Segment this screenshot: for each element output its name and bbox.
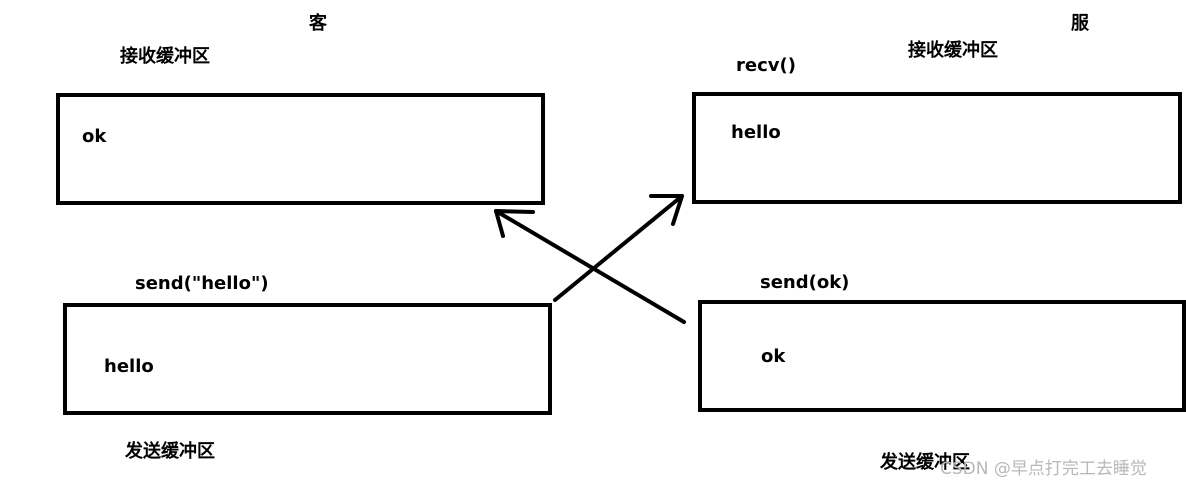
client-send-buffer-label: 发送缓冲区	[125, 441, 215, 462]
server-send-buffer-label: 发送缓冲区	[880, 452, 970, 473]
client-recv-buffer-label: 接收缓冲区	[120, 46, 210, 67]
client-to-server-arrow	[553, 194, 684, 302]
client-to-server-arrow-shaft	[553, 194, 684, 302]
server-recv-buffer-box: hello	[692, 92, 1182, 204]
client-recv-buffer-box: ok	[56, 93, 545, 205]
client-recv-buffer-content: ok	[82, 126, 107, 147]
server-recv-call: recv()	[736, 55, 796, 76]
server-send-buffer-content: ok	[761, 346, 786, 367]
csdn-watermark: CSDN @早点打完工去睡觉	[940, 459, 1147, 479]
server-send-call: send(ok)	[760, 272, 850, 293]
server-title: 服	[1071, 13, 1089, 34]
server-recv-buffer-content: hello	[731, 122, 781, 143]
client-title: 客	[309, 13, 327, 34]
client-to-server-arrow-head	[649, 194, 684, 226]
client-send-buffer-content: hello	[104, 356, 154, 377]
client-send-call: send("hello")	[135, 273, 269, 294]
server-to-client-arrow-head	[494, 209, 535, 238]
server-send-buffer-box: ok	[698, 300, 1186, 412]
client-send-buffer-box: hello	[63, 303, 552, 415]
server-recv-buffer-label: 接收缓冲区	[908, 40, 998, 61]
